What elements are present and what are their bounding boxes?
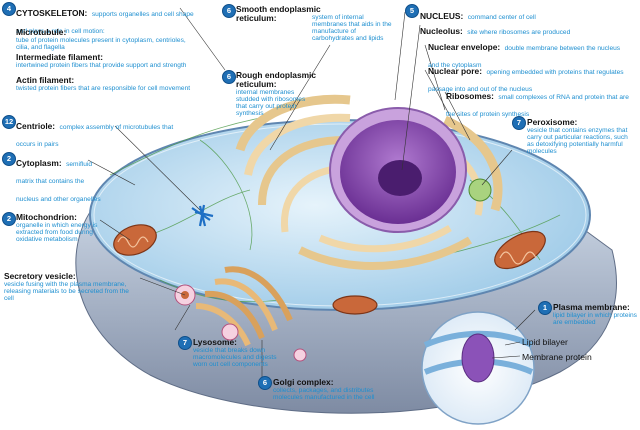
intermediate-filament-desc: intertwined protein fibers that provide … <box>16 62 187 70</box>
lipid-bilayer-label: Lipid bilayer <box>522 337 568 347</box>
intermediate-filament-label: Intermediate filament: intertwined prote… <box>16 52 196 70</box>
golgi-shape <box>195 266 293 347</box>
rough-er-badge: 6 <box>222 70 236 84</box>
nucleolus-title: Nucleolus: <box>420 26 463 36</box>
microtubule-label: Microtubule: tube of protein molecules p… <box>16 27 196 52</box>
ribosomes-desc: small complexes of RNA and protein that … <box>446 94 629 119</box>
nucleus-label: NUCLEUS: command center of cell <box>420 6 635 23</box>
nuclear-pore-title: Nuclear pore: <box>428 66 482 76</box>
centriole-label: Centriole: complex assembly of microtubu… <box>16 116 186 151</box>
nucleus-title: NUCLEUS: <box>420 11 464 21</box>
smooth-er-desc-box: system of internal membranes that aids i… <box>312 14 392 42</box>
plasma-membrane-title: Plasma membrane: <box>553 302 630 312</box>
nuclear-pore-label: Nuclear pore: opening embedded with prot… <box>428 61 628 96</box>
mitochondrion-desc: organelle in which energy is extracted f… <box>16 222 98 244</box>
nuclear-envelope-title: Nuclear envelope: <box>428 42 501 52</box>
rough-er-label: Rough endoplasmic reticulum: internal me… <box>236 70 336 118</box>
plasma-membrane-label: Plasma membrane: lipid bilayer in which … <box>553 302 638 327</box>
centriole-badge: 12 <box>2 115 16 129</box>
nuclear-envelope-label: Nuclear envelope: double membrane betwee… <box>428 37 628 72</box>
nuclear-pore-desc: opening embedded with proteins that regu… <box>428 69 624 94</box>
lysosome-title: Lysosome: <box>193 337 237 347</box>
cytoskeleton-label: CYTOSKELETON: supports organelles and ce… <box>16 3 206 38</box>
nucleolus-label: Nucleolus: site where ribosomes are prod… <box>420 21 635 38</box>
cytoplasm-badge: 2 <box>2 152 16 166</box>
smooth-er-badge: 6 <box>222 4 236 18</box>
lysosome-badge: 7 <box>178 336 192 350</box>
golgi-label: Golgi complex: collects, packages, and d… <box>273 377 391 402</box>
lysosome-label: Lysosome: vesicle that breaks down macro… <box>193 337 283 369</box>
rough-er-desc: internal membranes studded with ribosome… <box>236 89 306 118</box>
actin-filament-label: Actin filament: twisted protein fibers t… <box>16 75 196 93</box>
mitochondrion-badge: 2 <box>2 212 16 226</box>
centriole-title: Centriole: <box>16 121 56 131</box>
membrane-protein-label: Membrane protein <box>522 352 592 362</box>
golgi-title: Golgi complex: <box>273 377 334 387</box>
mitochondria <box>113 224 546 315</box>
rough-er-title: Rough endoplasmic reticulum: <box>236 70 317 90</box>
actin-filament-desc: twisted protein fibers that are responsi… <box>16 85 191 93</box>
plasma-membrane-badge: 1 <box>538 301 552 315</box>
secretory-vesicle-title: Secretory vesicle: <box>4 271 76 281</box>
smooth-er-desc: system of internal membranes that aids i… <box>312 14 392 43</box>
cytoskeleton-badge: 4 <box>2 2 16 16</box>
lysosome-desc: vesicle that breaks down macromolecules … <box>193 347 277 369</box>
nucleolus-desc: site where ribosomes are produced <box>467 29 571 36</box>
leader-lines <box>87 7 536 378</box>
nuclear-envelope-desc: double membrane between the nucleus and … <box>428 45 621 70</box>
mitochondrion-label: Mitochondrion: organelle in which energy… <box>16 212 102 244</box>
centriole-shape <box>191 204 214 227</box>
ribosomes-label: Ribosomes: small complexes of RNA and pr… <box>446 86 638 121</box>
cytoplasm-desc: semifluid matrix that contains the nucle… <box>16 161 101 203</box>
cytoplasm-label: Cytoplasm: semifluid matrix that contain… <box>16 153 106 205</box>
peroxisome-desc: vesicle that contains enzymes that carry… <box>527 127 628 156</box>
nucleus-desc: command center of cell <box>467 14 536 21</box>
cytoskeleton-desc: supports organelles and cell shape and p… <box>16 11 194 36</box>
peroxisome-label: Peroxisome: vesicle that contains enzyme… <box>527 117 635 156</box>
plasma-membrane-desc: lipid bilayer in which proteins are embe… <box>553 312 637 327</box>
cytoplasm-title: Cytoplasm: <box>16 158 62 168</box>
actin-filament-title: Actin filament: <box>16 75 75 85</box>
golgi-desc: collects, packages, and distributes mole… <box>273 387 375 402</box>
smooth-er-title: Smooth endoplasmic reticulum: <box>236 4 321 24</box>
golgi-badge: 6 <box>258 376 272 390</box>
nucleus-badge: 5 <box>405 4 419 18</box>
nucleus-shape <box>329 107 467 233</box>
intermediate-filament-title: Intermediate filament: <box>16 52 104 62</box>
peroxisome-title: Peroxisome: <box>527 117 578 127</box>
secretory-vesicle-label: Secretory vesicle: vesicle fusing with t… <box>4 271 134 303</box>
membrane-inset <box>421 311 535 425</box>
smooth-er-label: Smooth endoplasmic reticulum: <box>236 4 346 24</box>
mitochondrion-title: Mitochondrion: <box>16 212 77 222</box>
microtubule-desc: tube of protein molecules present in cyt… <box>16 37 186 52</box>
cytoskeleton-title: CYTOSKELETON: <box>16 8 88 18</box>
ribosomes-title: Ribosomes: <box>446 91 494 101</box>
centriole-desc: complex assembly of microtubules that oc… <box>16 124 174 149</box>
peroxisome-badge: 7 <box>512 116 526 130</box>
secretory-vesicle-desc: vesicle fusing with the plasma membrane,… <box>4 281 129 303</box>
microtubule-title: Microtubule: <box>16 27 67 37</box>
